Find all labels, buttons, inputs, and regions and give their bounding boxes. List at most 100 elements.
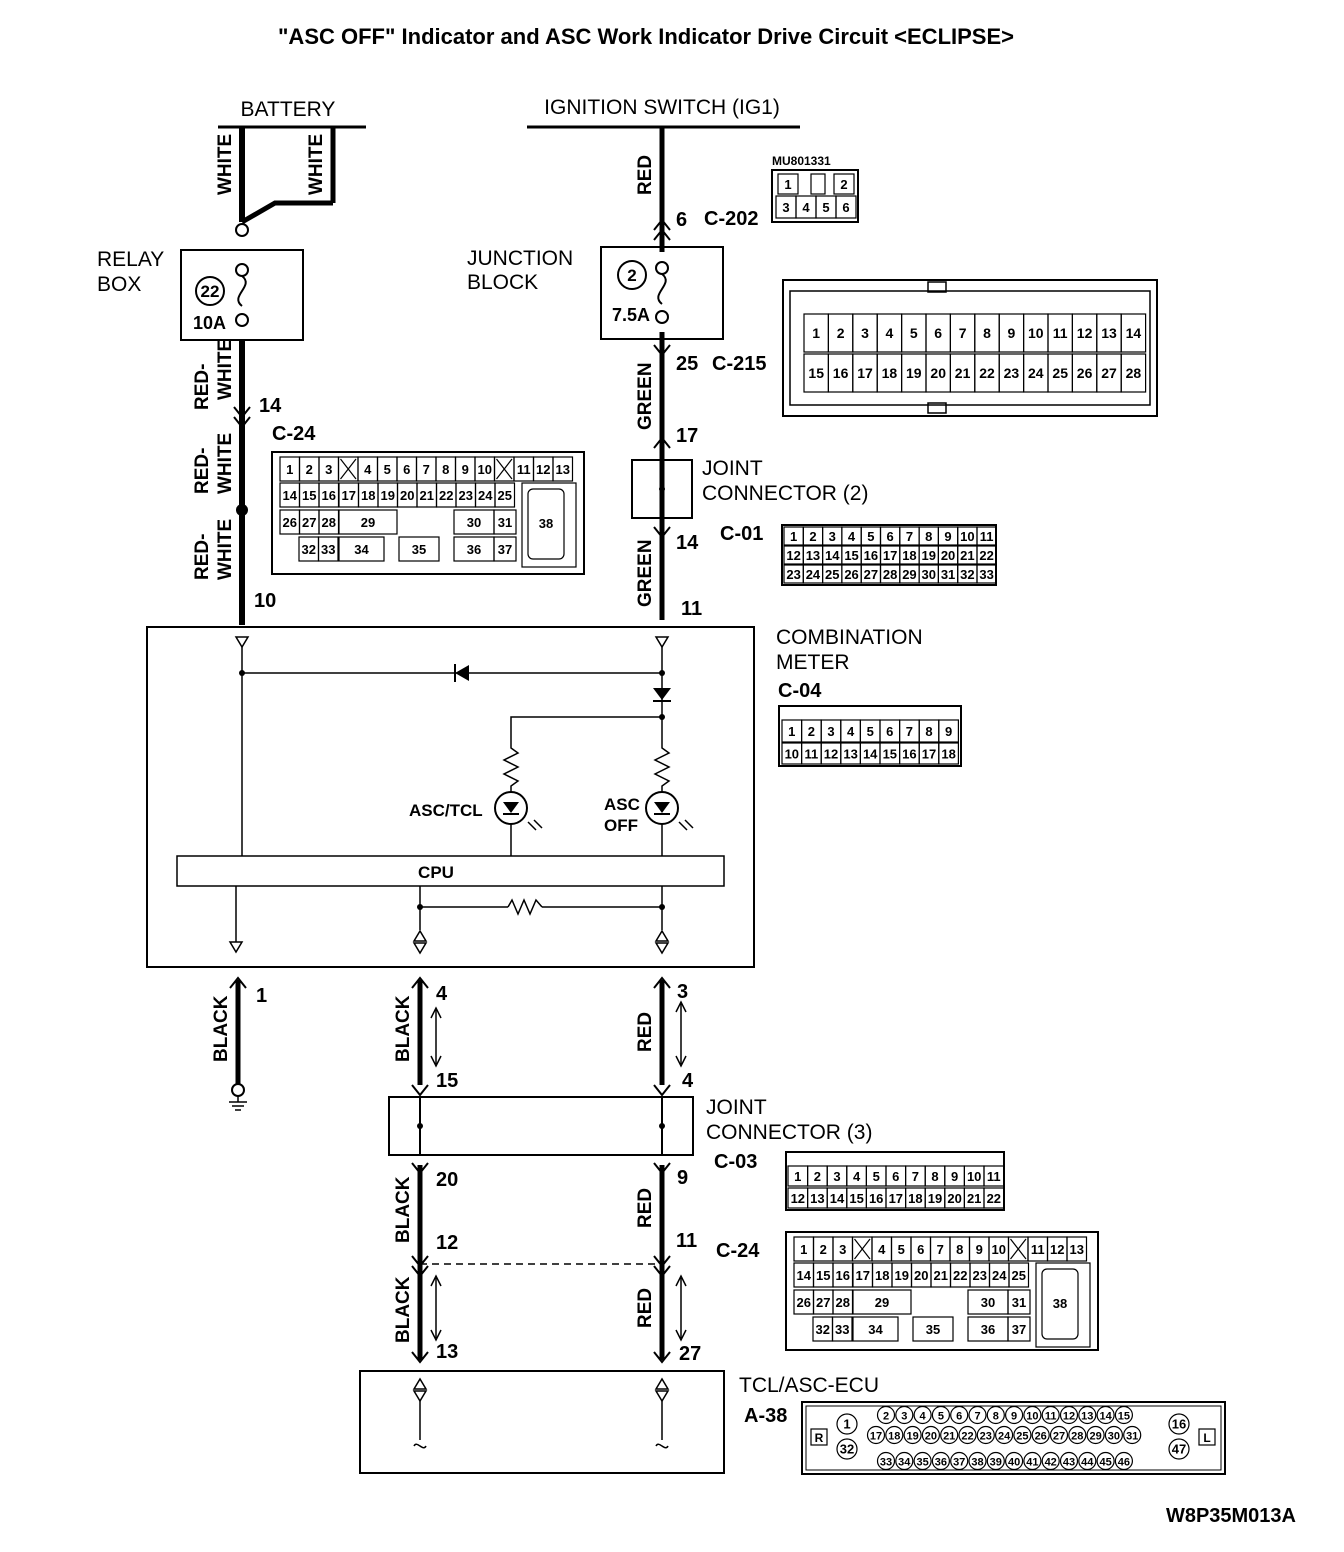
- pin-number: 8: [925, 529, 932, 544]
- connector-c24b-label: C-24: [716, 1240, 760, 1262]
- pin-number: 34: [354, 542, 369, 557]
- resistor-2: [653, 742, 671, 792]
- pin-number: 3: [782, 200, 789, 215]
- pin-number: 35: [412, 542, 426, 557]
- pin-number: 29: [875, 1295, 889, 1310]
- pin-number: 25: [498, 488, 512, 503]
- wire-color-black-1: BLACK: [393, 995, 414, 1062]
- pin-number: 32: [960, 567, 974, 582]
- pin-circle: [895, 1451, 914, 1471]
- pin-number: 31: [1126, 1431, 1138, 1443]
- pin-number: 2: [820, 1242, 827, 1257]
- pin-number: 36: [981, 1322, 995, 1337]
- bidirectional-arrow: [430, 1006, 442, 1068]
- pin-number: 6: [886, 724, 893, 739]
- pin-number: 15: [844, 548, 858, 563]
- pin-circle: [1168, 1413, 1190, 1435]
- pin-number: 3: [861, 325, 869, 341]
- jc3-label-1: JOINT: [706, 1096, 767, 1119]
- pin-number: 23: [459, 488, 473, 503]
- pin-number: 10: [992, 1242, 1006, 1257]
- relay-fuse-number: 22: [201, 282, 220, 301]
- connector-cell: [1007, 1316, 1031, 1342]
- pin-number: 4: [853, 1169, 861, 1184]
- pin-number: 3: [839, 1242, 846, 1257]
- pin-number: 16: [869, 1191, 883, 1206]
- pin-number: 22: [961, 1431, 973, 1443]
- pin-number: 13: [806, 548, 820, 563]
- l-marker: L: [1203, 1431, 1210, 1445]
- pin-number: 38: [1053, 1296, 1067, 1311]
- pin-number: 26: [844, 567, 858, 582]
- pin-circle: [836, 1438, 858, 1460]
- pin-number: 17: [857, 365, 873, 381]
- pin-number: 5: [822, 200, 829, 215]
- pin-circle: [1059, 1451, 1079, 1471]
- pin-number: 17: [342, 488, 356, 503]
- pin-number: 9: [945, 724, 952, 739]
- pin-number: 9: [944, 529, 951, 544]
- pin-number: 21: [955, 365, 971, 381]
- pin-number: 32: [840, 1442, 854, 1457]
- pin-number: 11: [980, 529, 994, 544]
- wire-color-white-2: WHITE: [306, 134, 327, 195]
- pin-number: 27: [302, 515, 316, 530]
- connector-c01-label: C-01: [720, 523, 763, 545]
- ecu-label: TCL/ASC-ECU: [739, 1374, 879, 1397]
- pin-circle: [958, 1425, 977, 1445]
- pin-number: 22: [979, 548, 993, 563]
- meter-label-2: METER: [776, 651, 850, 674]
- pin-number: 14: [1099, 1411, 1112, 1423]
- pin-number: 28: [1071, 1431, 1083, 1443]
- pin-number: 14: [830, 1191, 845, 1206]
- jb-fuse-number-circle: [617, 260, 647, 290]
- pin-number: 18: [908, 1191, 922, 1206]
- connector-cell: [831, 1316, 853, 1342]
- connector-cell: [1120, 353, 1147, 393]
- jb-fuse-rating: 7.5A: [612, 305, 650, 325]
- pin-number: 19: [928, 1191, 942, 1206]
- pin-number: 12: [824, 747, 838, 762]
- pin-number: 18: [361, 488, 375, 503]
- connector-cell: [983, 1187, 1005, 1209]
- pin-number: 7: [912, 1169, 919, 1184]
- pin-number: 12: [1063, 1411, 1075, 1423]
- combination-meter: [146, 626, 755, 968]
- pin-number: 5: [384, 462, 391, 477]
- pin-number: 2: [883, 1411, 889, 1423]
- pin-number: 22: [439, 488, 453, 503]
- pin-number: 16: [836, 1268, 850, 1283]
- pin-number: 24: [992, 1268, 1007, 1283]
- wire-color-red-3: RED: [635, 1288, 656, 1328]
- pin-number: 23: [786, 567, 800, 582]
- pin-number: 15: [816, 1268, 830, 1283]
- pin-number: 19: [922, 548, 936, 563]
- wire-color-red-ig: RED: [635, 155, 656, 195]
- pin-number: 7: [906, 529, 913, 544]
- lamp-asc-off-label-2: OFF: [604, 816, 638, 835]
- pin-number: 14: [863, 747, 878, 762]
- pin-number: 17: [883, 548, 897, 563]
- pin-number: 8: [983, 325, 991, 341]
- pin-circle: [903, 1425, 922, 1445]
- pin-number: 2: [809, 529, 816, 544]
- pin-number: 2: [837, 325, 845, 341]
- pin-meter-3: 3: [677, 981, 688, 1003]
- pin-number: 28: [322, 515, 336, 530]
- pin-number: 5: [898, 1242, 905, 1257]
- r-marker: R: [815, 1431, 824, 1445]
- pin-number: 23: [1004, 365, 1020, 381]
- fuse-symbol: [235, 223, 249, 327]
- jc2-label-1: JOINT: [702, 457, 763, 480]
- pin-circle: [931, 1451, 951, 1471]
- pin-number: 33: [321, 542, 335, 557]
- pin-circle: [931, 1405, 951, 1425]
- pin-number: 24: [478, 488, 493, 503]
- pin-c24-top: 14: [259, 395, 282, 417]
- pin-number: 1: [788, 724, 795, 739]
- pin-number: 13: [1101, 325, 1117, 341]
- pin-number: 23: [973, 1268, 987, 1283]
- pin-number: 16: [322, 488, 336, 503]
